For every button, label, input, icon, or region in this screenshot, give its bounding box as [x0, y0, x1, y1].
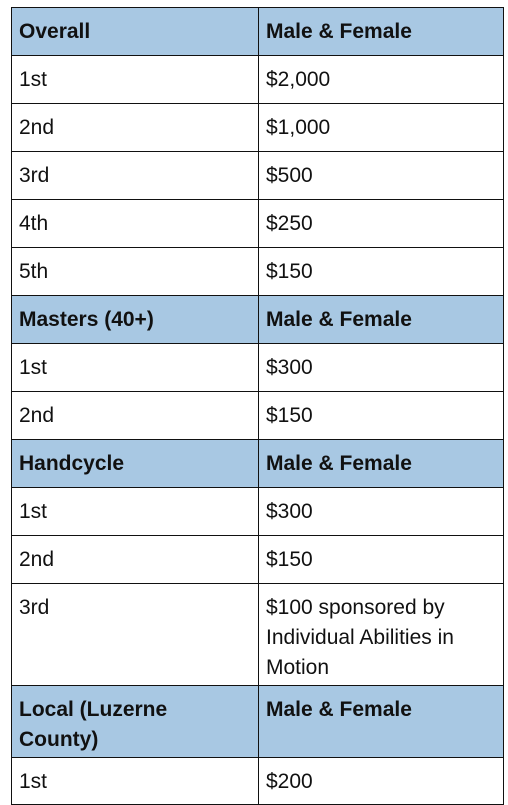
section-header-masters: Masters (40+) Male & Female	[11, 295, 504, 344]
prize-cell: $150	[258, 391, 504, 440]
table-row: 2nd $150	[11, 535, 504, 584]
section-header-handcycle: Handcycle Male & Female	[11, 439, 504, 488]
section-header-local: Local (Luzerne County) Male & Female	[11, 685, 504, 758]
prize-cell: $300	[258, 487, 504, 536]
place-cell: 2nd	[11, 391, 259, 440]
section-title: Local (Luzerne County)	[11, 685, 259, 758]
section-column-label: Male & Female	[258, 7, 504, 56]
section-column-label: Male & Female	[258, 439, 504, 488]
prize-cell: $100 sponsored by Individual Abilities i…	[258, 583, 504, 686]
prize-table: Overall Male & Female 1st $2,000 2nd $1,…	[11, 7, 504, 805]
section-title: Overall	[11, 7, 259, 56]
table-row: 1st $300	[11, 343, 504, 392]
place-cell: 1st	[11, 343, 259, 392]
section-column-label: Male & Female	[258, 295, 504, 344]
prize-cell: $250	[258, 199, 504, 248]
table-row: 2nd $150	[11, 391, 504, 440]
section-column-label: Male & Female	[258, 685, 504, 758]
place-cell: 5th	[11, 247, 259, 296]
section-title: Masters (40+)	[11, 295, 259, 344]
place-cell: 3rd	[11, 151, 259, 200]
place-cell: 1st	[11, 55, 259, 104]
table-row: 1st $200	[11, 757, 504, 805]
prize-cell: $150	[258, 535, 504, 584]
prize-cell: $2,000	[258, 55, 504, 104]
table-row: 4th $250	[11, 199, 504, 248]
table-row: 3rd $500	[11, 151, 504, 200]
table-row: 5th $150	[11, 247, 504, 296]
place-cell: 1st	[11, 487, 259, 536]
place-cell: 3rd	[11, 583, 259, 686]
place-cell: 4th	[11, 199, 259, 248]
section-header-overall: Overall Male & Female	[11, 7, 504, 56]
prize-cell: $150	[258, 247, 504, 296]
table-row: 1st $300	[11, 487, 504, 536]
section-title: Handcycle	[11, 439, 259, 488]
prize-cell: $1,000	[258, 103, 504, 152]
prize-cell: $300	[258, 343, 504, 392]
place-cell: 2nd	[11, 103, 259, 152]
table-row: 1st $2,000	[11, 55, 504, 104]
table-row: 3rd $100 sponsored by Individual Abiliti…	[11, 583, 504, 686]
place-cell: 1st	[11, 757, 259, 805]
prize-cell: $500	[258, 151, 504, 200]
prize-cell: $200	[258, 757, 504, 805]
place-cell: 2nd	[11, 535, 259, 584]
table-row: 2nd $1,000	[11, 103, 504, 152]
